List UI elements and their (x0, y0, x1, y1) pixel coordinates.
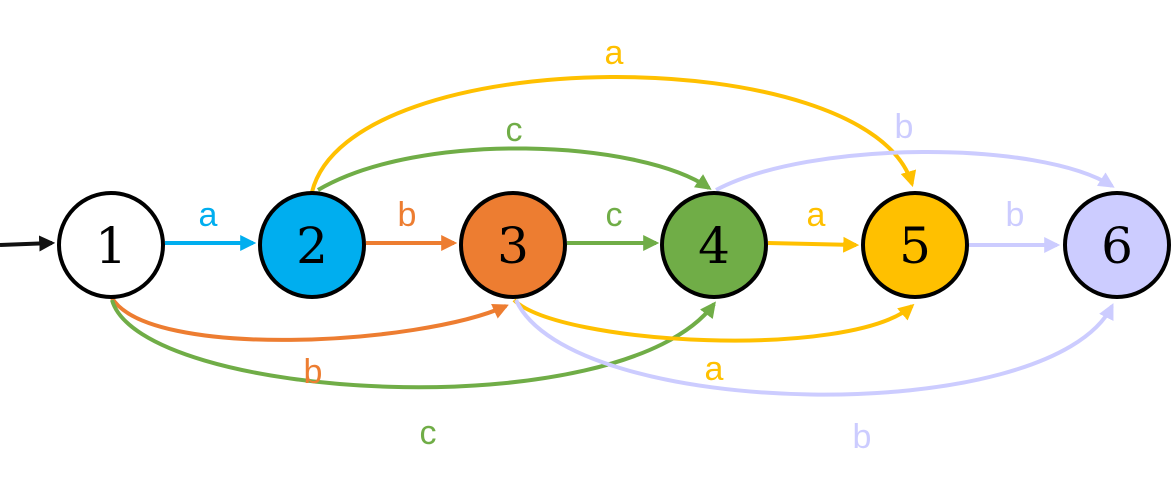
edge-2-4 (316, 146, 712, 192)
edge-label-1-4: c (420, 414, 437, 452)
state-circle-6 (1063, 191, 1171, 299)
edge-label-4-5: a (807, 196, 826, 234)
edge-label-1-3: b (304, 353, 323, 391)
state-label-4: 4 (698, 217, 730, 275)
edge-1-4 (110, 299, 716, 390)
state-node-4: 4 (660, 191, 768, 299)
edge-label-4-6: b (895, 108, 914, 146)
edge-label-3-5: a (705, 350, 724, 388)
state-node-5: 5 (861, 191, 969, 299)
state-circle-5 (861, 191, 969, 299)
edge-4-5 (767, 236, 860, 253)
edge-label-5-6: b (1006, 196, 1025, 234)
state-circle-3 (459, 191, 567, 299)
start-arrow (0, 235, 56, 252)
edge-label-1-2: a (199, 196, 218, 234)
edge-label-2-5: a (605, 34, 624, 72)
edge-label-3-6: b (853, 418, 872, 456)
state-circle-4 (660, 191, 768, 299)
state-node-2: 2 (258, 191, 366, 299)
state-label-6: 6 (1101, 217, 1133, 275)
state-label-5: 5 (899, 217, 931, 275)
edge-label-2-4: c (506, 111, 523, 149)
edge-3-6 (514, 299, 1114, 397)
edge-4-6 (715, 150, 1115, 192)
state-circle-1 (57, 191, 165, 299)
edge-2-5 (310, 75, 917, 193)
state-circle-2 (258, 191, 366, 299)
state-label-2: 2 (296, 217, 328, 275)
state-label-1: 1 (95, 217, 127, 275)
state-node-3: 3 (459, 191, 567, 299)
edge-3-5 (512, 298, 915, 343)
state-label-3: 3 (497, 217, 529, 275)
state-node-6: 6 (1063, 191, 1171, 299)
edge-1-3 (110, 296, 509, 342)
edge-label-2-3: b (398, 196, 417, 234)
edge-label-3-4: c (606, 196, 623, 234)
state-node-1: 1 (57, 191, 165, 299)
